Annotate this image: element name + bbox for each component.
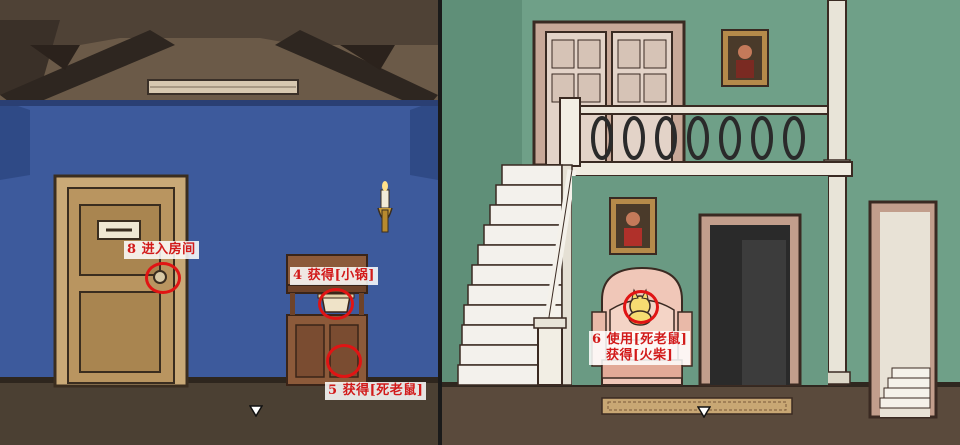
- annotation-use-dead-rat-line1: 6 使用[死老鼠]: [592, 332, 688, 347]
- annotation-use-dead-rat: 6 使用[死老鼠] 获得[火柴]: [589, 331, 691, 365]
- interaction-marker-pot[interactable]: [318, 288, 354, 320]
- annotation-enter-room: 8 进入房间: [124, 241, 199, 259]
- attic-room-illustration: [0, 0, 438, 445]
- interaction-marker-dead-rat[interactable]: [326, 344, 362, 378]
- left-scene-attic: 8 进入房间 4 获得[小锅] 5 获得[死老鼠]: [0, 0, 438, 445]
- interaction-marker-cat-chair[interactable]: [623, 290, 659, 324]
- annotation-get-pot: 4 获得[小锅]: [290, 267, 378, 285]
- scene-divider: [438, 0, 442, 445]
- nav-down-arrow-icon[interactable]: [249, 405, 263, 417]
- nav-down-arrow-icon[interactable]: [697, 406, 711, 418]
- annotation-get-dead-rat: 5 获得[死老鼠]: [325, 382, 427, 400]
- interaction-marker-door-knob[interactable]: [145, 262, 181, 294]
- hallway-illustration: [442, 0, 960, 445]
- right-scene-hallway: 6 使用[死老鼠] 获得[火柴]: [442, 0, 960, 445]
- annotation-get-matches-line2: 获得[火柴]: [606, 348, 674, 363]
